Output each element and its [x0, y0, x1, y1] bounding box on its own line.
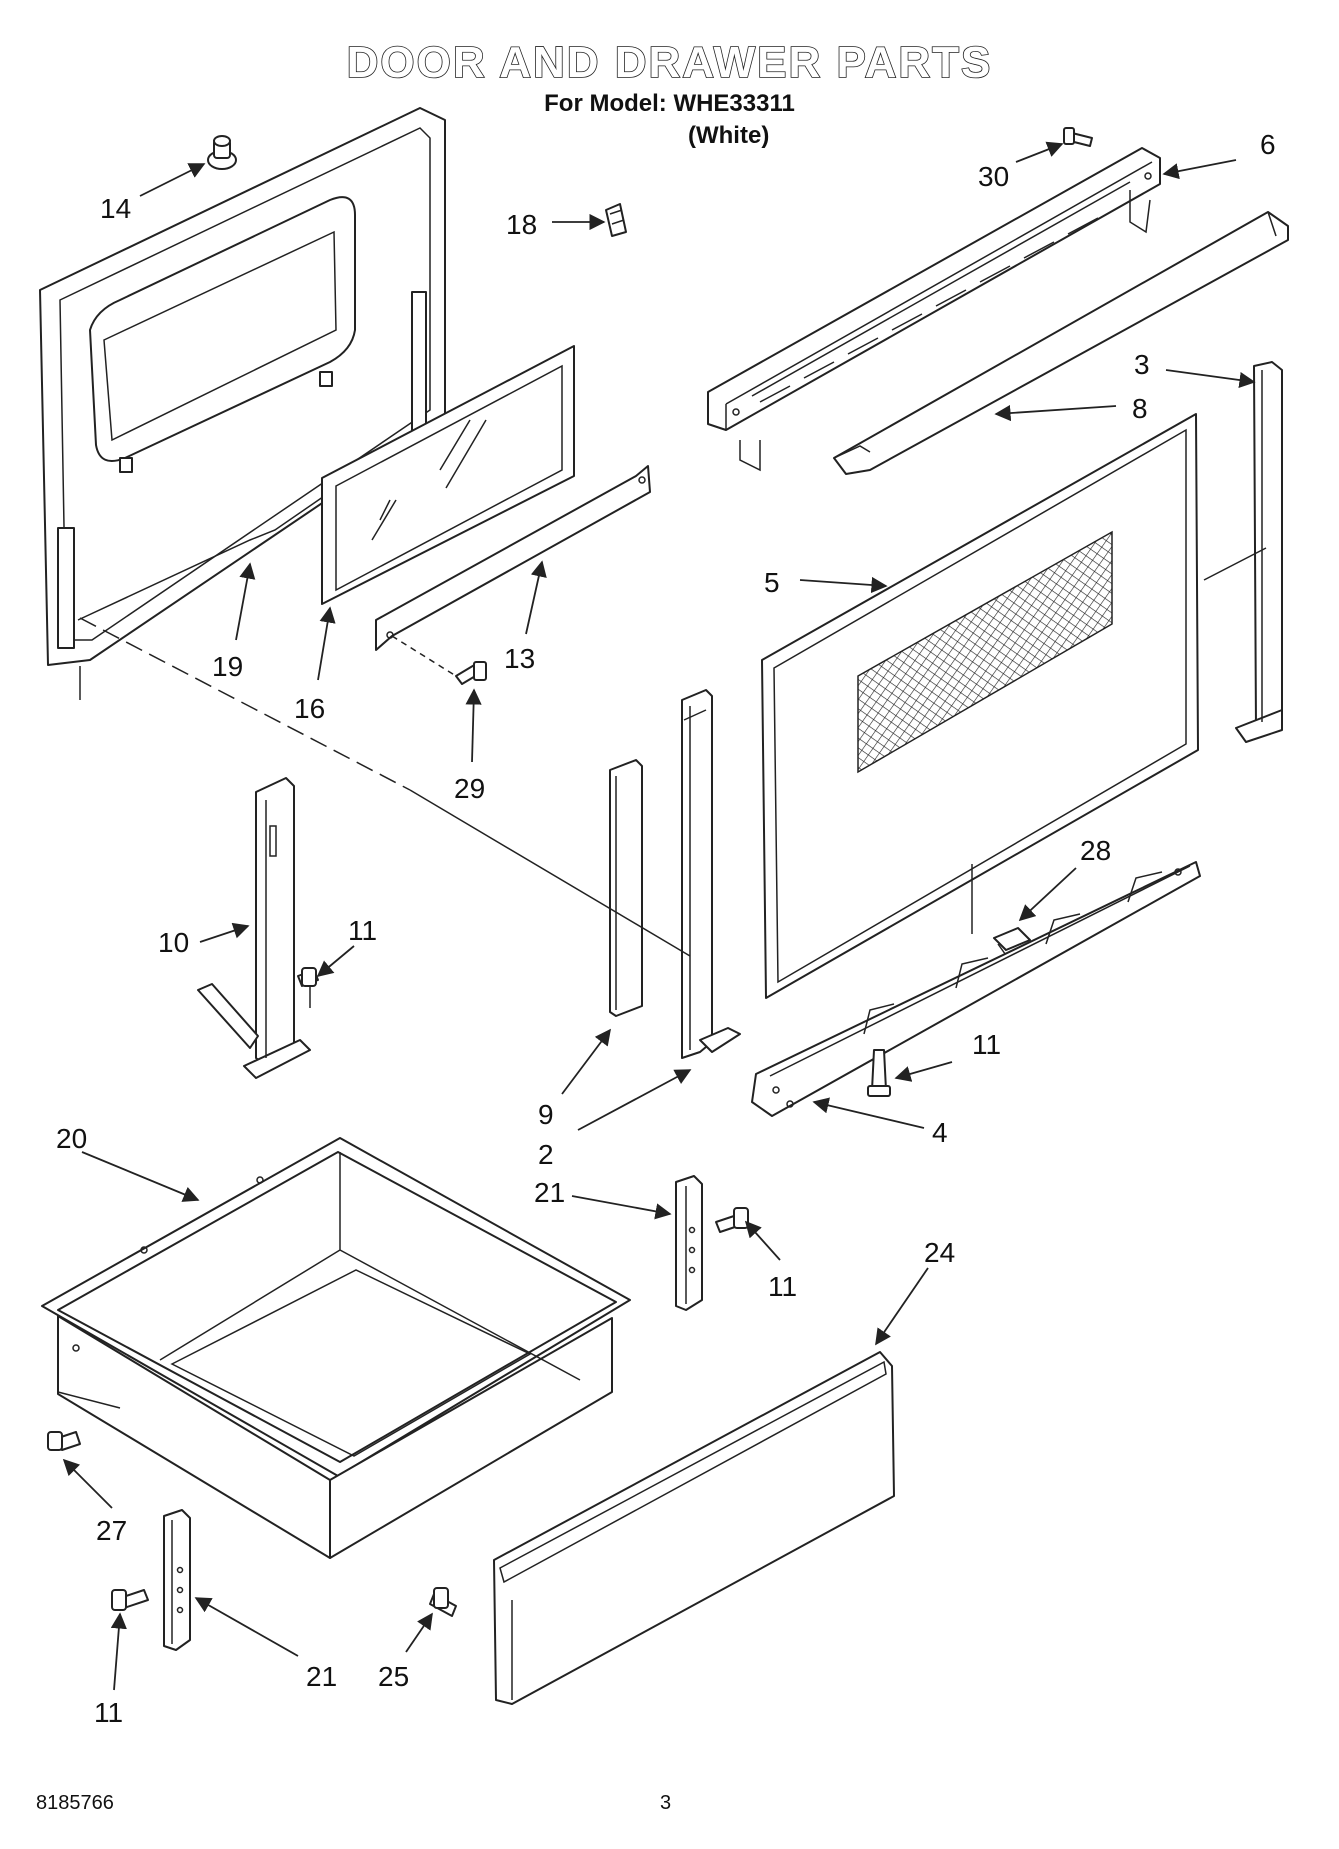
- document-number: 8185766: [36, 1792, 114, 1814]
- part-21-slide-bracket-right: [675, 1175, 703, 1311]
- part-11-screw-slide: [715, 1207, 749, 1233]
- callout-11-slide: 11: [768, 1271, 797, 1302]
- callout-10: 10: [158, 927, 189, 958]
- part-6-vent-trim: [707, 147, 1161, 472]
- callout-16: 16: [294, 693, 325, 724]
- callout-21-upper: 21: [534, 1177, 565, 1208]
- color-variant: (White): [688, 122, 770, 149]
- part-10-hinge-bracket: [197, 777, 311, 1079]
- callout-29: 29: [454, 773, 485, 804]
- part-8-door-trim: [833, 211, 1289, 475]
- part-11-screw-rail: [867, 1049, 891, 1097]
- part-19-inner-door-panel: [39, 107, 446, 666]
- part-30-screw: [1063, 127, 1093, 147]
- part-16-door-glass: [321, 345, 575, 605]
- callout-13: 13: [504, 643, 535, 674]
- page-number: 3: [660, 1792, 672, 1814]
- part-24-drawer-front: [493, 1351, 895, 1705]
- callout-labels: 14 18 30 6 3 8 5 19 16 13 29 28 10 11 11…: [56, 129, 1276, 1728]
- callout-9: 9: [538, 1099, 554, 1130]
- callout-6: 6: [1260, 129, 1276, 160]
- callout-27: 27: [96, 1515, 127, 1546]
- part-3-side-trim: [1235, 361, 1283, 743]
- callout-5: 5: [764, 567, 780, 598]
- part-13-door-bracket: [375, 465, 651, 651]
- callout-30: 30: [978, 161, 1009, 192]
- callout-18: 18: [506, 209, 537, 240]
- part-9-side-trim: [609, 759, 643, 1017]
- assembly-lines: [79, 547, 1267, 957]
- callout-28: 28: [1080, 835, 1111, 866]
- part-11-screw-hinge: [297, 967, 319, 1008]
- callout-8: 8: [1132, 393, 1148, 424]
- part-2-side-trim: [681, 689, 741, 1059]
- callout-3: 3: [1134, 349, 1150, 380]
- callout-20: 20: [56, 1123, 87, 1154]
- callout-11-rail: 11: [972, 1029, 1001, 1060]
- model-line: For Model: WHE33311: [544, 90, 795, 117]
- part-25-screw: [429, 1587, 457, 1617]
- diagram-title: DOOR AND DRAWER PARTS: [346, 37, 993, 88]
- part-18-clip: [605, 203, 627, 237]
- part-4-bottom-rail: [751, 861, 1201, 1117]
- part-11-screw-left: [111, 1589, 149, 1611]
- part-29-screw: [391, 635, 487, 685]
- part-27-screw: [47, 1391, 121, 1451]
- callout-14: 14: [100, 193, 131, 224]
- part-20-drawer-body: [41, 1137, 631, 1559]
- callout-2: 2: [538, 1139, 554, 1170]
- callout-19: 19: [212, 651, 243, 682]
- part-14-plug-button: [207, 135, 237, 170]
- part-5-outer-door-panel: [761, 413, 1199, 999]
- callout-11-left: 11: [94, 1697, 123, 1728]
- callout-11-hinge: 11: [348, 915, 377, 946]
- callout-21-lower: 21: [306, 1661, 337, 1692]
- callout-24: 24: [924, 1237, 955, 1268]
- leader-lines: [62, 141, 1256, 1691]
- part-21-slide-bracket-left: [163, 1509, 191, 1651]
- callout-4: 4: [932, 1117, 948, 1148]
- callout-25: 25: [378, 1661, 409, 1692]
